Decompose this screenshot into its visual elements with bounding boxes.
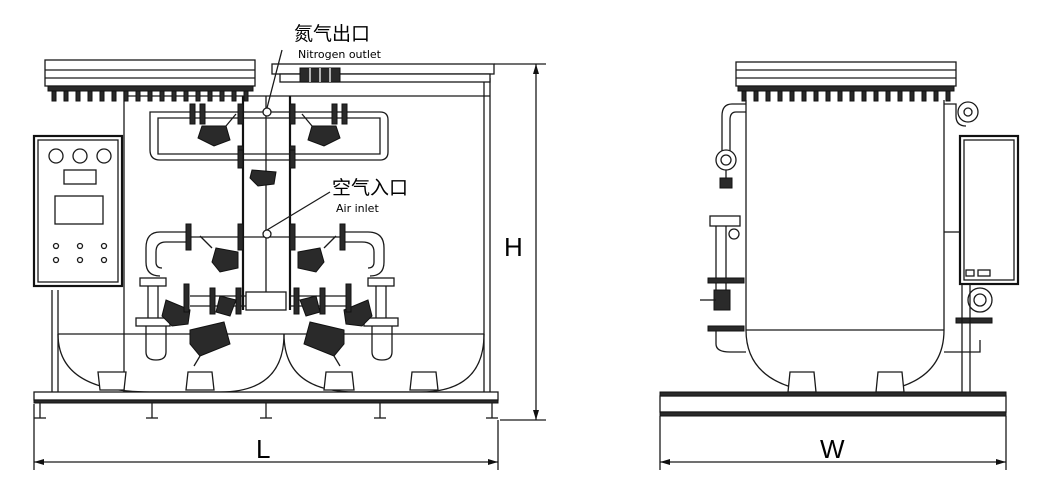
- dimension-height: [494, 63, 546, 421]
- control-panel: [32, 134, 124, 288]
- side-control-box: [958, 134, 1020, 286]
- middle-valve-right: [297, 235, 337, 273]
- mid-valve: [237, 149, 296, 187]
- lower-manifold-right: [290, 277, 399, 367]
- top-valve-right: [301, 113, 341, 147]
- top-valve-left: [197, 113, 237, 147]
- adsorption-tank-left: [57, 333, 285, 393]
- top-manifold-right: [271, 63, 495, 83]
- panel-display: [54, 195, 104, 225]
- central-header-pipe: [241, 96, 292, 311]
- air-leader-line: [266, 191, 331, 231]
- middle-valve-left: [199, 235, 239, 273]
- nitrogen-leader-line: [266, 49, 283, 109]
- nitrogen-outlet-port: [262, 107, 272, 117]
- side-left-pipework: [700, 103, 746, 353]
- side-base: [659, 391, 1007, 417]
- side-right-pipework: [944, 101, 993, 392]
- air-inlet-label-en: Air inlet: [336, 202, 379, 215]
- dimension-length-label: L: [256, 434, 270, 464]
- top-manifold-left: [44, 59, 256, 92]
- dimension-width-label: W: [820, 434, 845, 464]
- dimension-width: [659, 416, 1007, 470]
- dimension-height-label: H: [504, 232, 523, 262]
- top-manifold-bolts-left: [51, 90, 249, 102]
- dimension-length: [33, 404, 499, 470]
- nitrogen-outlet-label-cn: 氮气出口: [294, 23, 370, 45]
- lower-manifold-left: [135, 277, 246, 367]
- front-base: [33, 391, 499, 419]
- nitrogen-outlet-label-en: Nitrogen outlet: [298, 48, 382, 61]
- side-tank-feet: [787, 371, 905, 393]
- front-view: [32, 49, 546, 470]
- side-top-manifold: [735, 61, 957, 92]
- middle-pipe-bends: [145, 223, 385, 277]
- side-view: [659, 61, 1020, 470]
- side-top-bolts: [741, 90, 951, 102]
- air-inlet-label-cn: 空气入口: [332, 177, 408, 199]
- top-pipe-loop: [149, 111, 389, 161]
- side-tank-body: [745, 100, 945, 395]
- air-inlet-port: [262, 229, 272, 239]
- panel-label-plate: [63, 169, 97, 185]
- tank-feet: [97, 371, 439, 391]
